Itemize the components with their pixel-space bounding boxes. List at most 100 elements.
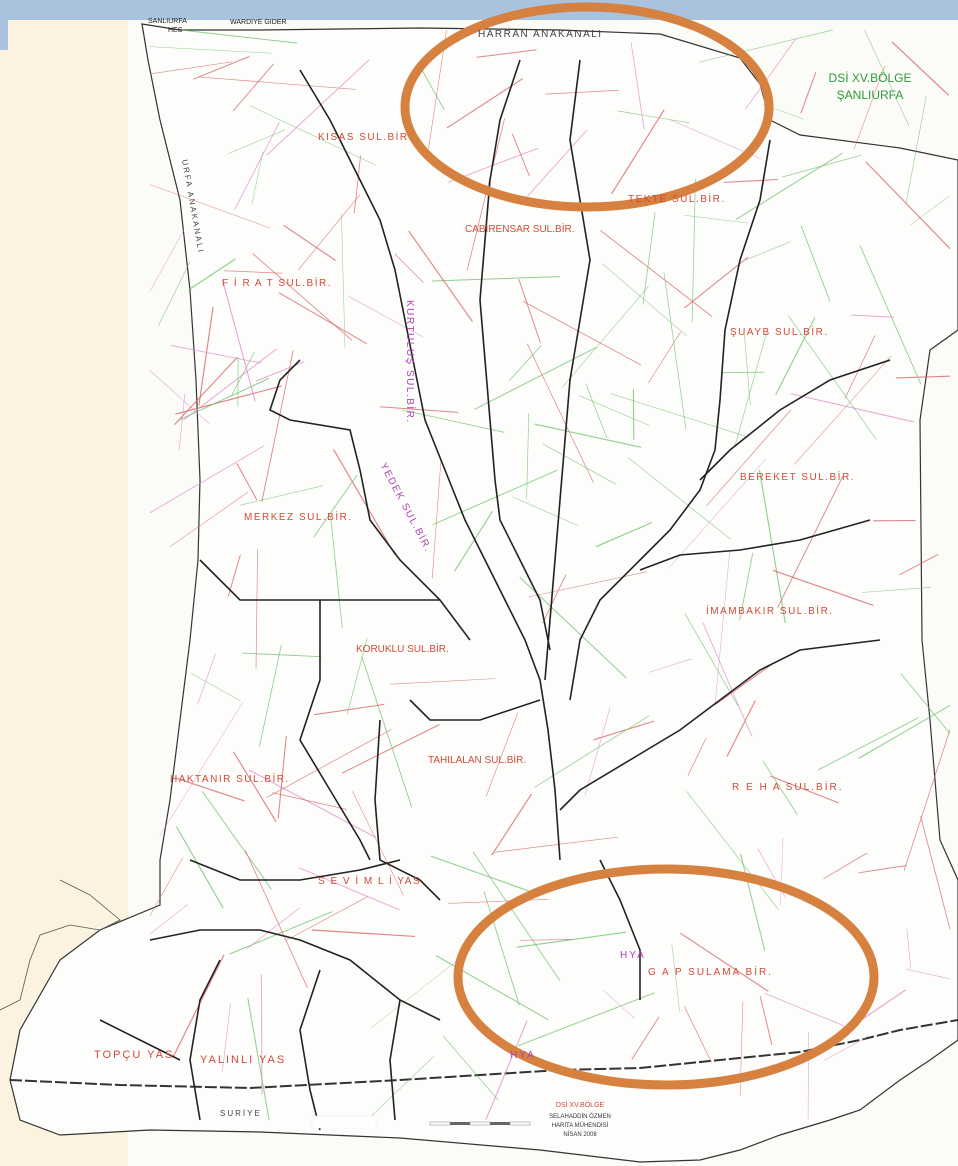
- canal-line: [278, 292, 367, 345]
- syria-border-railway: [9, 1019, 958, 1090]
- district-merkez: MERKEZ SUL.BİR.: [244, 510, 353, 523]
- canal-line: [198, 306, 214, 406]
- map-outline: [9, 23, 958, 1163]
- canal-line: [379, 406, 459, 413]
- canal-line: [157, 260, 191, 327]
- canal-line: [431, 459, 442, 579]
- canal-line: [528, 571, 647, 598]
- canal-line: [642, 212, 656, 305]
- canal-line: [668, 458, 766, 569]
- canal-line: [534, 423, 642, 448]
- canal-line: [149, 229, 185, 292]
- canal-line: [851, 314, 895, 318]
- canal-line: [446, 78, 523, 129]
- canal-line: [691, 178, 696, 322]
- canal-line: [859, 245, 922, 385]
- canal-line: [702, 622, 753, 737]
- header-bar: [0, 0, 958, 20]
- canal-line: [542, 574, 567, 624]
- canal-line: [197, 653, 216, 705]
- canal-line: [224, 270, 283, 274]
- canal-line: [526, 343, 594, 483]
- canal-line: [920, 815, 951, 930]
- canal-line: [734, 330, 768, 446]
- canal-line: [432, 276, 561, 282]
- canal-line: [236, 463, 258, 501]
- canal-line: [250, 105, 376, 166]
- canal-line: [313, 703, 385, 716]
- canal-line: [906, 928, 912, 969]
- canal-line: [865, 161, 951, 250]
- canal-line: [348, 295, 423, 338]
- label-hes: HES: [168, 27, 183, 34]
- west-border: [0, 879, 121, 1011]
- canal-line: [234, 122, 280, 210]
- canal-line: [595, 521, 653, 548]
- canal-line: [844, 335, 876, 399]
- canal-line: [631, 1016, 660, 1060]
- canal-line: [260, 974, 263, 1095]
- canal-line: [227, 129, 286, 155]
- canal-line: [201, 790, 272, 890]
- canal-line: [169, 491, 249, 547]
- label-hya-2: HYA: [510, 1050, 536, 1061]
- region-title-line2: ŞANLIURFA: [837, 88, 904, 102]
- canal-line: [430, 855, 534, 894]
- canal-line: [824, 1035, 870, 1061]
- canal-line: [248, 769, 376, 838]
- white-patch: [311, 1115, 377, 1129]
- district-sevimli: S E V İ M L İ YAS: [318, 874, 421, 887]
- canal-line: [149, 904, 188, 935]
- canal-line: [858, 704, 951, 759]
- district-suayb: ŞUAYB SUL.BİR.: [730, 325, 829, 338]
- district-tahilalan: TAHILALAN SUL.BİR.: [428, 753, 526, 766]
- canal-line: [593, 720, 655, 741]
- district-koruklu: KORUKLU SUL.BİR.: [356, 642, 449, 655]
- canal-line: [171, 344, 262, 364]
- left-panel-accent: [0, 20, 8, 50]
- canal-line: [341, 724, 440, 774]
- canal-line: [371, 949, 472, 1028]
- colophon-line2: SELAHADDİN ÖZMEN: [549, 1113, 611, 1120]
- canal-line: [745, 241, 791, 261]
- canal-line: [258, 644, 282, 747]
- canal-line: [394, 253, 424, 283]
- canal-line: [361, 656, 413, 808]
- canal-line: [617, 110, 690, 124]
- canal-line: [183, 348, 277, 421]
- canal-line: [628, 457, 732, 540]
- canal-line: [775, 317, 816, 396]
- canal-line: [735, 152, 843, 221]
- canal-line: [663, 272, 687, 430]
- canal-line: [684, 613, 739, 707]
- canal-line: [585, 383, 608, 439]
- canal-line: [726, 700, 756, 757]
- canal-line: [781, 154, 862, 178]
- canal-line: [903, 729, 951, 871]
- highlight-ellipse-harran[interactable]: [400, 2, 774, 212]
- canal-line: [780, 838, 784, 906]
- canal-line: [332, 449, 396, 556]
- canal-line: [149, 184, 271, 229]
- district-tekte: TEKTE SUL.BİR.: [628, 192, 726, 205]
- canal-line: [723, 178, 778, 183]
- canal-line: [485, 712, 519, 797]
- canal-line: [891, 41, 950, 96]
- canal-line: [408, 230, 473, 323]
- label-harran-anakanali: HARRAN ANAKANALI: [478, 29, 603, 40]
- canal-line: [714, 551, 730, 706]
- canal-line: [173, 357, 238, 426]
- canal-line: [252, 253, 353, 341]
- highlight-ellipse-gap[interactable]: [453, 864, 879, 1090]
- region-title-line1: DSİ XV.BÖLGE: [829, 71, 912, 85]
- district-firat: F İ R A T SUL.BİR.: [222, 276, 332, 289]
- canal-line: [261, 350, 294, 503]
- canal-line: [759, 996, 773, 1046]
- label-sanliurfa: SANLIURFA: [148, 18, 187, 25]
- canal-line: [175, 826, 224, 909]
- district-reha: R E H A SUL.BİR.: [732, 780, 843, 793]
- canal-line: [523, 301, 642, 366]
- canal-line: [772, 569, 874, 606]
